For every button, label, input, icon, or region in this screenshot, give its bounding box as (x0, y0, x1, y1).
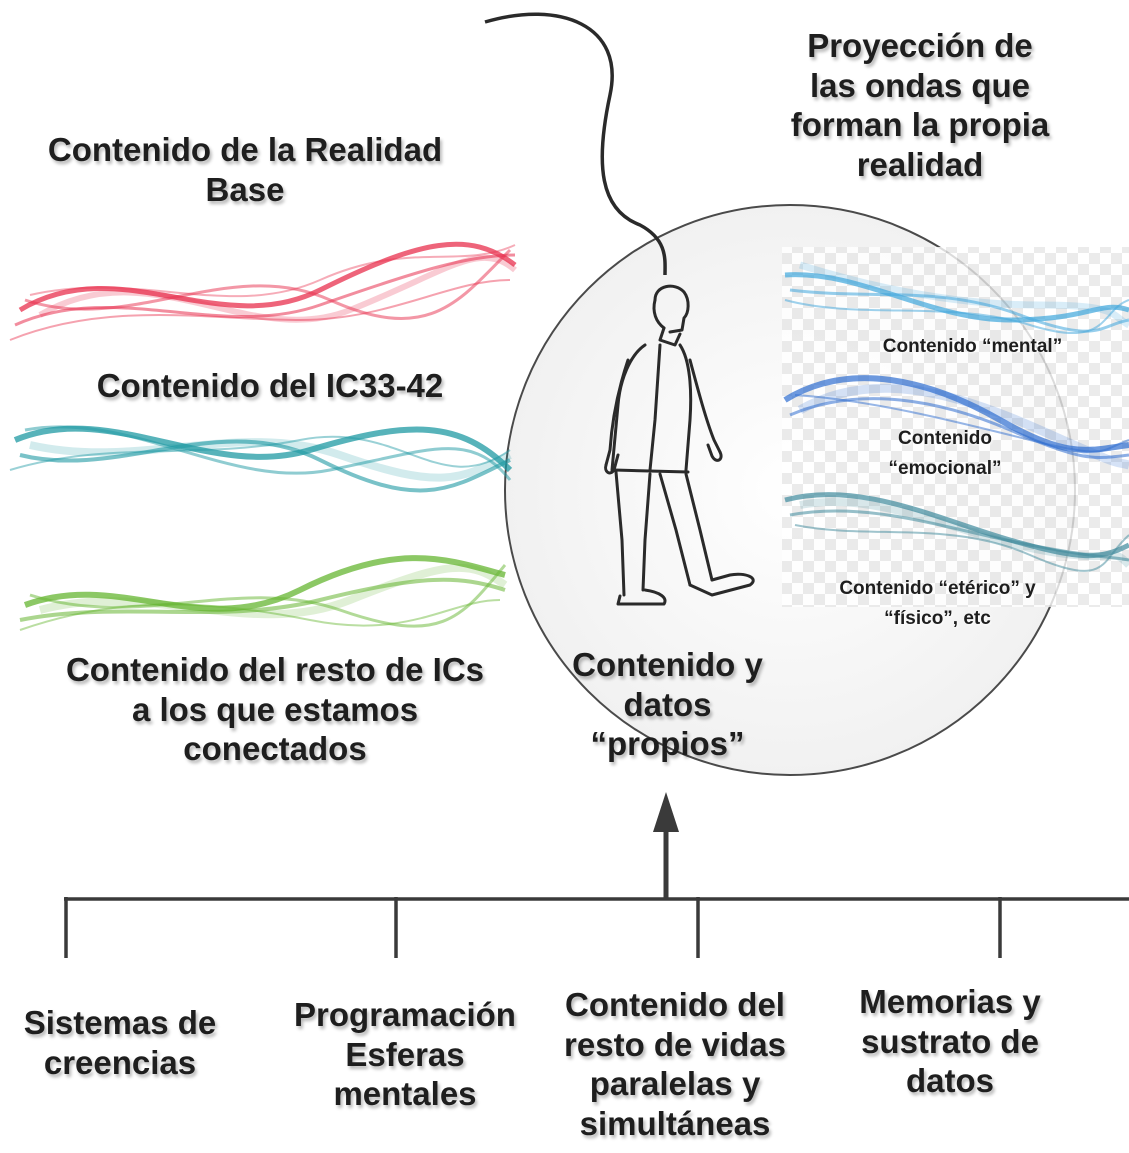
projection-label: Proyección de las ondas que forman la pr… (790, 27, 1050, 183)
ic3342-label: Contenido del IC33-42 (96, 367, 444, 404)
walking-person-icon (604, 284, 755, 606)
red-wave (9, 241, 517, 341)
emotional-content-label-2: “emocional” (888, 458, 1002, 479)
transparency-panel (782, 247, 1129, 607)
blue-wave (783, 375, 1129, 470)
etheric-content-label-1: Contenido “etérico” y (839, 578, 1036, 599)
rest-ics-label: Contenido del resto de ICs a los que est… (65, 651, 485, 768)
source-label-memories: Memorias y sustrato de datos (859, 983, 1041, 1100)
source-label-parallel-lives: Contenido del resto de vidas paralelas y… (564, 986, 786, 1142)
source-tree (64, 830, 1129, 958)
source-label-beliefs: Sistemas de creencias (23, 1004, 217, 1081)
connection-curve (484, 12, 667, 276)
mental-content-label: Contenido “mental” (882, 336, 1063, 357)
light-blue-wave (784, 261, 1129, 335)
emotional-content-label-1: Contenido (898, 428, 992, 449)
up-arrow-icon (653, 792, 679, 832)
source-label-programming: Programación Esferas mentales (294, 996, 516, 1113)
own-content-label: Contenido y datos “propios” (572, 646, 763, 763)
etheric-content-label-2: “físico”, etc (884, 608, 991, 629)
base-content-label: Contenido de la Realidad Base (47, 131, 443, 208)
slate-wave (784, 492, 1129, 572)
green-wave (19, 555, 508, 631)
teal-wave (9, 425, 513, 493)
